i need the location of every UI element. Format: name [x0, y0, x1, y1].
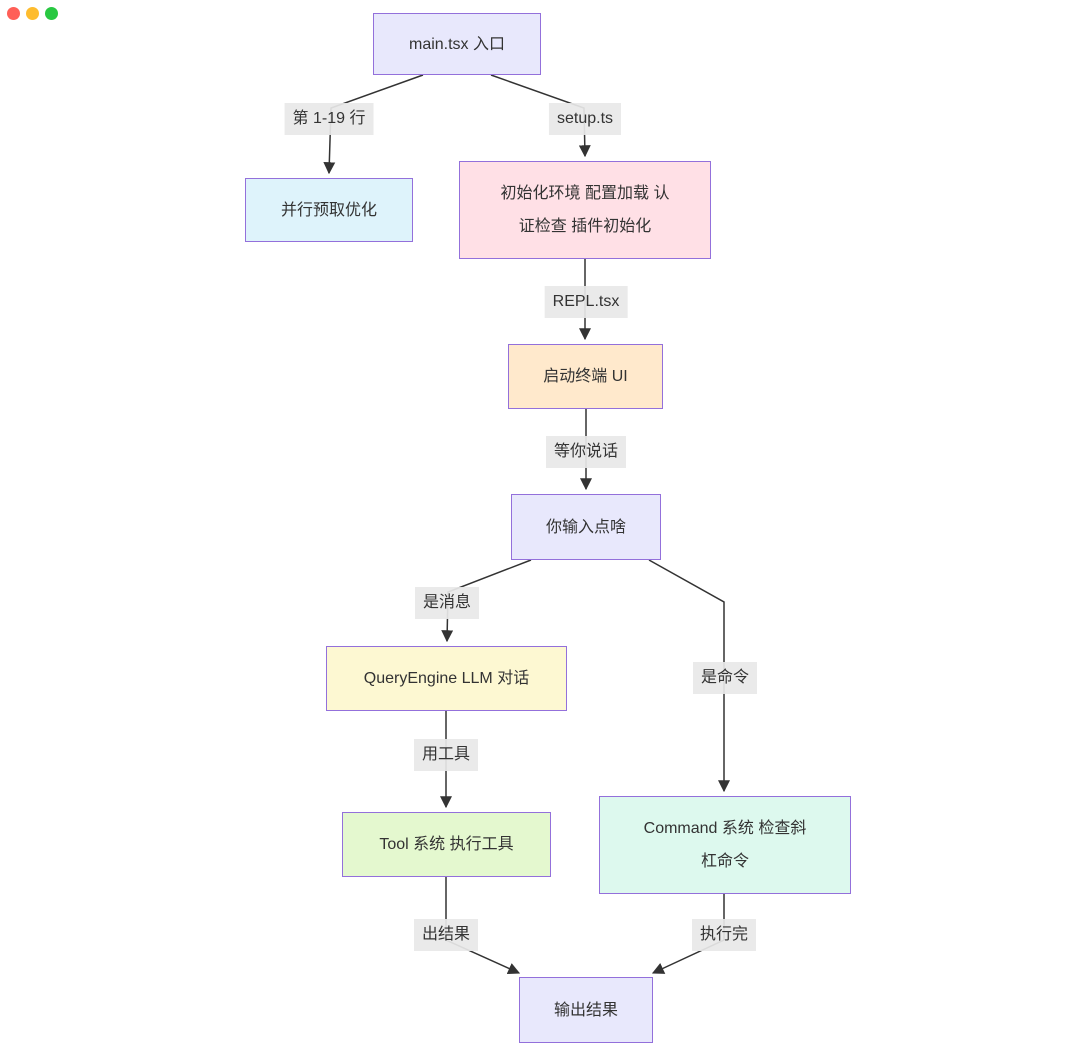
edge-label-result-out: 出结果: [413, 919, 479, 951]
edge-label-use-tool: 用工具: [413, 739, 479, 771]
edge-label-wait-for-you: 等你说话: [545, 436, 627, 468]
edge-label-repl-tsx: REPL.tsx: [544, 286, 628, 318]
window-controls: [7, 7, 58, 20]
node-init-env-label-line1: 初始化环境 配置加载 认: [500, 185, 670, 202]
node-user-input-label: 你输入点啥: [545, 518, 626, 536]
node-prefetch: 并行预取优化: [245, 178, 413, 242]
edge-label-exec-done: 执行完: [691, 919, 757, 951]
node-tool-system-label: Tool 系统 执行工具: [379, 836, 514, 853]
edge-user-input-to-command-system: [648, 559, 730, 793]
node-query-engine-label: QueryEngine LLM 对话: [363, 670, 530, 687]
node-user-input: 你输入点啥: [511, 494, 661, 560]
node-init-env-label-line2: 证检查 插件初始化: [518, 218, 652, 235]
node-command-system: Command 系统 检查斜 杠命令: [599, 796, 851, 894]
zoom-window-button[interactable]: [45, 7, 58, 20]
close-window-button[interactable]: [7, 7, 20, 20]
node-query-engine: QueryEngine LLM 对话: [326, 646, 567, 711]
minimize-window-button[interactable]: [26, 7, 39, 20]
edge-label-setup-ts: setup.ts: [548, 103, 622, 135]
edge-label-is-message: 是消息: [414, 587, 480, 619]
node-main-entry-label: main.tsx 入口: [408, 35, 506, 53]
node-tool-system: Tool 系统 执行工具: [342, 812, 551, 877]
node-prefetch-label: 并行预取优化: [280, 201, 377, 219]
node-output-result: 输出结果: [519, 977, 653, 1043]
edge-label-is-command: 是命令: [692, 662, 758, 694]
node-terminal-ui-label: 启动终端 UI: [543, 368, 628, 385]
node-command-system-label-line2: 杠命令: [700, 853, 749, 870]
node-terminal-ui: 启动终端 UI: [508, 344, 663, 409]
node-output-result-label: 输出结果: [553, 1001, 618, 1019]
node-init-env: 初始化环境 配置加载 认 证检查 插件初始化: [459, 161, 711, 259]
node-command-system-label-line1: Command 系统 检查斜: [643, 820, 807, 837]
edge-label-line-1-19: 第 1-19 行: [284, 103, 374, 135]
node-main-entry: main.tsx 入口: [373, 13, 541, 75]
